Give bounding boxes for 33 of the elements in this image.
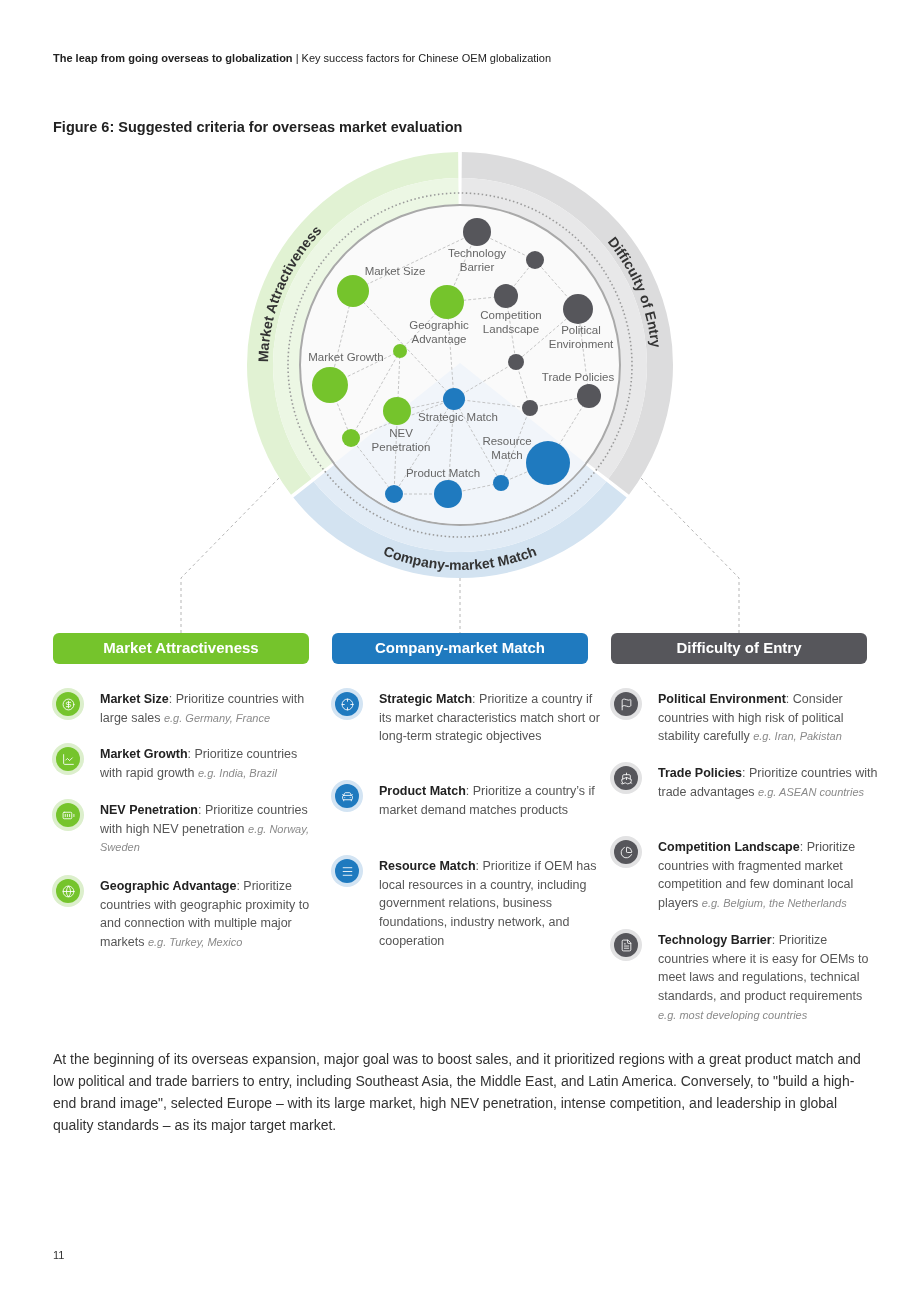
column-header: Market Attractiveness [53, 633, 309, 664]
criterion-description: Strategic Match: Prioritize a country if its market characteristics match short or long-term strategic objectives [379, 691, 601, 746]
node-label: Market Growth [308, 350, 384, 364]
leader-line [459, 577, 461, 634]
criterion-description: Product Match: Prioritize a country’s if market demand matches products [379, 783, 596, 819]
leader-line [180, 477, 280, 634]
node-label: Competition Landscape [479, 308, 543, 336]
page-number: 11 [53, 1248, 65, 1263]
leader-line [640, 477, 740, 634]
node-label: Trade Policies [541, 370, 615, 384]
node-label: Technology Barrier [446, 246, 508, 274]
node-label: NEV Penetration [370, 426, 432, 454]
criterion-description: Market Size: Prioritize countries with large sales e.g. Germany, France [100, 691, 306, 727]
criterion-description: Geographic Advantage: Prioritize countries with geographic proximity to and connection with multiple major markets e.g. Turkey, Mexico [100, 878, 311, 952]
node-label: Political Environment [547, 323, 615, 351]
node-label: Strategic Match [418, 410, 498, 424]
column-header: Difficulty of Entry [611, 633, 867, 664]
node-label: Resource Match [481, 434, 533, 462]
criterion-description: Resource Match: Prioritize if OEM has local resources in a country, including government relations, business foundations, industry network, and cooperation [379, 858, 598, 950]
criterion-description: Market Growth: Prioritize countries with rapid growth e.g. India, Brazil [100, 746, 299, 782]
criterion-description: NEV Penetration: Prioritize countries with high NEV penetration e.g. Norway, Sweden [100, 802, 310, 856]
criterion-description: Political Environment: Consider countries with high risk of political stability carefully e.g. Iran, Pakistan [658, 691, 845, 746]
criterion-description: Trade Policies: Prioritize countries with trade advantages e.g. ASEAN countries [658, 765, 879, 801]
ring-segment [293, 464, 627, 578]
criterion-description: Competition Landscape: Prioritize countries with fragmented market competition and few dominant local players e.g. Belgium, the Netherlands [658, 839, 857, 913]
running-header: The leap from going overseas to globalization | Key success factors for Chinese OEM globalization [53, 51, 551, 66]
criterion-description: Technology Barrier: Prioritize countries where it is easy for OEMs to meet laws and regulations, technical standards, and product requirements e.g. most developing countries [658, 932, 870, 1023]
body-paragraph: At the beginning of its overseas expansion, major goal was to boost sales, and it prioritized regions with a great product match and low political and trade barriers to entry, including Southeast Asia, the Middle East, and Latin America. Conversely, to "build a high-end brand image", selected Europe – with its large market, high NEV penetration, intense competition, and leadership in global quality standards – as its major target market. [53, 1050, 862, 1135]
column-header: Company-market Match [332, 633, 588, 664]
node-label: Market Size [364, 264, 426, 278]
node-label: Geographic Advantage [408, 318, 470, 346]
figure-title: Figure 6: Suggested criteria for overseas market evaluation [53, 118, 463, 137]
node-label: Product Match [405, 466, 481, 480]
